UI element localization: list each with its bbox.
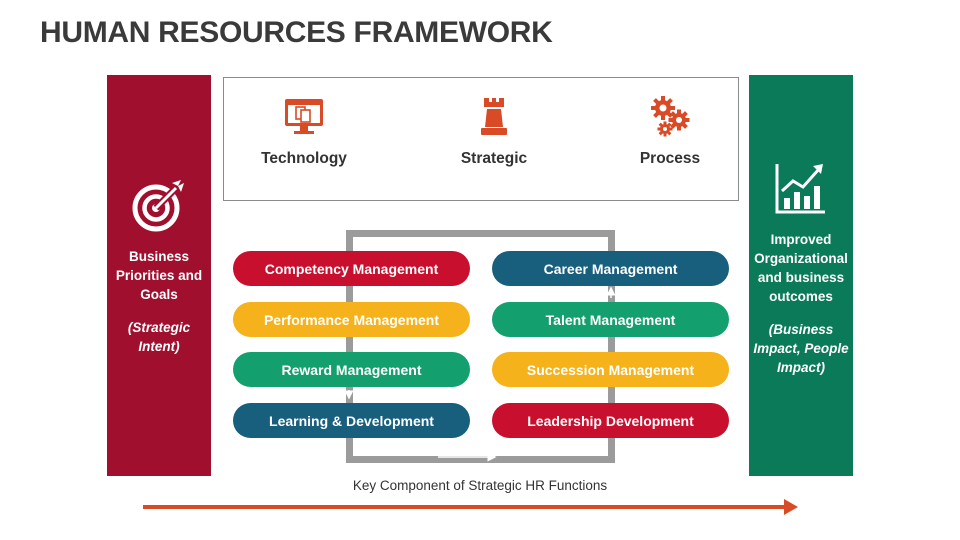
functions-frame [346,230,615,463]
pill-label: Talent Management [545,311,676,328]
page-title: HUMAN RESOURCES FRAMEWORK [40,16,553,49]
growth-chart-icon [775,164,825,214]
pill-performance-management: Performance Management [233,302,470,337]
chess-rook-icon [481,98,507,135]
pillar-label: Process [639,150,701,167]
pillar-strategic: Strategic [424,94,564,168]
gears-icon [651,96,690,137]
pillar-technology: Technology [234,94,374,168]
pill-label: Leadership Development [527,412,694,429]
pill-career-management: Career Management [492,251,729,286]
target-icon [132,180,184,232]
pill-label: Career Management [543,260,678,277]
pill-succession-management: Succession Management [492,352,729,387]
left-panel-subtext: (Strategic Intent) [127,320,191,354]
top-pillars-box: Technology Strategic [223,77,739,201]
pill-label: Competency Management [264,260,439,277]
pillar-label: Strategic [460,150,528,167]
pill-leadership-development: Leadership Development [492,403,729,438]
pillar-label: Technology [261,150,347,167]
left-panel: Business Priorities and Goals (Strategic… [107,75,211,476]
pill-talent-management: Talent Management [492,302,729,337]
pill-label: Performance Management [263,311,440,328]
right-panel-subtext: (Business Impact, People Impact) [753,322,849,375]
pill-learning-development: Learning & Development [233,403,470,438]
computer-icon [285,99,323,134]
right-panel: Improved Organizational and business out… [749,75,853,476]
pill-label: Learning & Development [269,412,434,429]
pill-reward-management: Reward Management [233,352,470,387]
pill-label: Succession Management [526,361,695,378]
caption: Key Component of Strategic HR Functions [352,478,608,493]
pill-competency-management: Competency Management [233,251,470,286]
pill-label: Reward Management [281,361,422,378]
left-panel-text: Business Priorities and Goals [115,249,203,302]
right-panel-text: Improved Organizational and business out… [754,232,848,304]
pillar-process: Process [600,94,740,168]
